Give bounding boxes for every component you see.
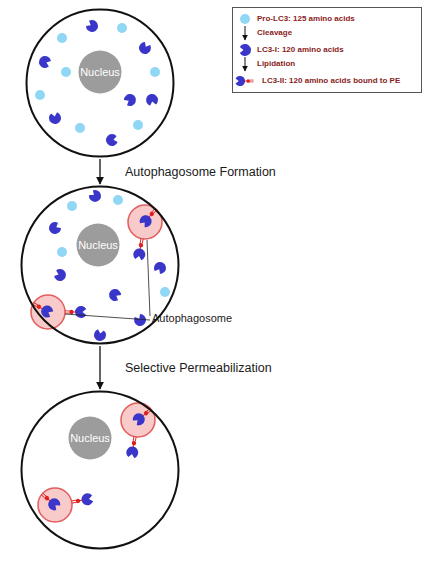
step-label: Lipidation [257,59,295,69]
cell-membrane-outline [20,390,180,550]
lc3-i-molecule [107,287,123,303]
legend-text: LC3-II: 120 amino acids bound to PE [262,75,400,87]
lc3-ii-molecule [38,489,62,512]
nucleus: Nucleus [78,50,122,94]
callout-label: Autophagosome [152,312,232,325]
leader-line [147,240,150,316]
lc3-i-molecule [137,40,153,56]
lc3-ii-molecule [125,436,140,459]
autophagosome [38,488,72,522]
cell-membrane: Nucleus [25,8,175,158]
lc3-i-molecule [105,133,118,147]
pro-lc3-molecule [113,195,123,205]
pro-lc3-molecule [133,120,143,130]
lc3-i-molecule [152,260,168,276]
step-label: Cleavage [257,28,292,38]
legend-arrow [245,26,246,40]
lc3-i-swatch [240,44,251,56]
lc3-ii-molecule [65,306,86,318]
nucleus: Nucleus [68,416,112,460]
lc3-i-molecule [87,188,103,204]
nucleus-shape [79,51,122,94]
nucleus-label: Nucleus [76,223,120,267]
nucleus-shape [69,417,112,460]
legend-swatch [234,74,262,88]
legend-arrow [245,57,246,71]
nucleus-label: Nucleus [78,50,122,94]
pro-lc3-molecule [117,23,127,33]
lc3-i-molecule [132,312,148,328]
pro-lc3-molecule [61,67,71,77]
lc3-i-molecule [47,220,63,236]
pro-lc3-molecule [75,123,85,133]
step-caption: Selective Permeabilization [125,360,272,376]
nucleus-label: Nucleus [68,416,112,460]
cell-membrane-shape [22,392,179,549]
pro-lc3-molecule [67,201,77,211]
nucleus-shape [77,224,120,267]
lc3-ii-swatch [236,76,254,86]
lc3-i-molecule [122,92,138,108]
step-caption: Autophagosome Formation [125,164,276,180]
leader-line [65,314,150,320]
cell-membrane: Nucleus [20,390,180,550]
lc3-i-molecule [145,93,159,106]
legend-box: Pro-LC3: 125 amino acidsLC3-I: 120 amino… [232,7,422,93]
legend-text: Pro-LC3: 125 amino acids [257,13,355,25]
lc3-i-molecule [48,112,62,125]
pro-lc3-molecule [57,247,67,257]
process-arrow [99,159,100,184]
lc3-i-molecule [93,329,107,342]
lc3-ii-molecule [131,404,155,427]
pro-lc3-molecule [160,287,170,297]
lc3-i-molecule [37,54,52,69]
lc3-i-molecule [53,268,68,283]
autophagosome [121,403,155,437]
legend-text: LC3-I: 120 amino acids [257,44,344,56]
pro-lc3-molecule [150,67,160,77]
pro-lc3-swatch [240,14,250,24]
nucleus: Nucleus [76,223,120,267]
pro-lc3-molecule [35,90,45,100]
lc3-ii-molecule [138,205,161,229]
process-arrow [99,346,100,389]
pro-lc3-molecule [57,33,67,43]
lc3-i-molecule [84,18,100,34]
cell-membrane-shape [27,10,174,157]
lc3-ii-molecule [71,492,94,507]
lc3-ii-molecule [132,238,147,261]
